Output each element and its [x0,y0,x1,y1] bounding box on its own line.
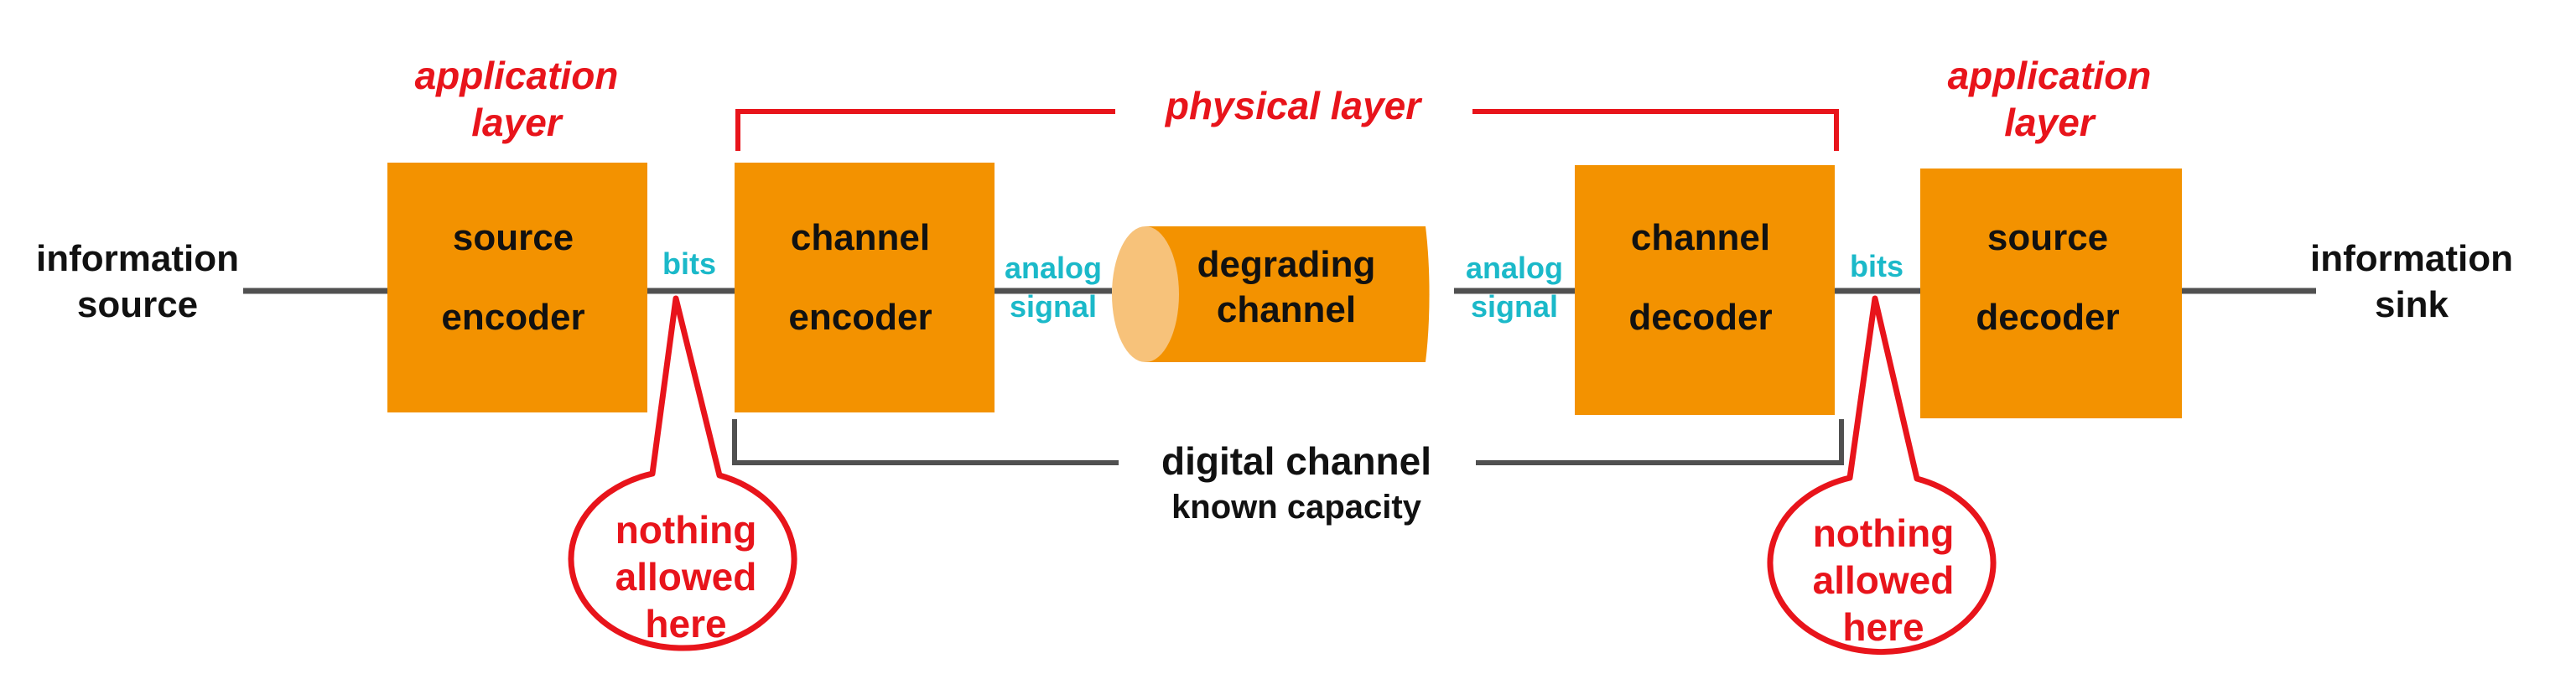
source-encoder-label-line2: encoder [441,297,584,338]
sink-label-line2: sink [2375,284,2449,325]
degrading-channel-cylinder [1112,226,1430,362]
callout-left [568,295,797,651]
analog-signal-left-line2: signal [1010,289,1097,324]
callout-left-line2: allowed [615,555,757,599]
source-encoder-block [387,163,647,412]
information-source-label: information source [36,238,239,325]
callout-right [1767,295,1997,656]
sink-label-line1: information [2310,238,2513,279]
channel-decoder-label-line2: decoder [1628,297,1772,338]
callout-left-line1: nothing [615,508,757,552]
degrading-channel-label-line1: degrading [1197,244,1376,285]
source-decoder-label-line2: decoder [1976,297,2119,338]
information-sink-label: information sink [2310,238,2513,325]
channel-encoder-label-line1: channel [791,217,930,258]
channel-decoder-label-line1: channel [1631,217,1770,258]
callout-left-line3: here [645,602,726,645]
degrading-channel-label-line2: channel [1217,289,1356,330]
channel-decoder-block [1575,165,1835,415]
source-decoder-label-line1: source [1987,217,2108,258]
channel-encoder-label-line2: encoder [788,297,932,338]
analog-signal-right-line1: analog [1466,251,1563,285]
digital-channel-title: digital channel [1161,439,1431,483]
source-decoder-block [1920,168,2182,418]
cylinder-cap [1112,226,1179,362]
digital-channel-bracket [732,419,1844,465]
analog-signal-left-line1: analog [1005,251,1102,285]
application-layer-right-line1: application [1948,54,2152,97]
application-layer-left-line1: application [415,54,619,97]
physical-layer-label: physical layer [1164,84,1422,127]
digital-channel-subtitle: known capacity [1171,489,1422,526]
application-layer-right-line2: layer [2004,101,2096,144]
bits-label-right: bits [1850,249,1903,283]
callout-right-line1: nothing [1813,511,1955,555]
source-label-line2: source [77,284,198,325]
callout-right-line3: here [1842,605,1924,649]
source-label-line1: information [36,238,239,279]
bits-label-left: bits [662,246,716,281]
digital-channel-label: digital channel known capacity [1161,439,1431,526]
physical-layer-bracket [735,109,1839,151]
source-encoder-label-line1: source [453,217,574,258]
analog-signal-right-line2: signal [1471,289,1558,324]
callout-right-line2: allowed [1813,558,1955,602]
application-layer-left-line2: layer [471,101,564,144]
channel-encoder-block [735,163,995,412]
